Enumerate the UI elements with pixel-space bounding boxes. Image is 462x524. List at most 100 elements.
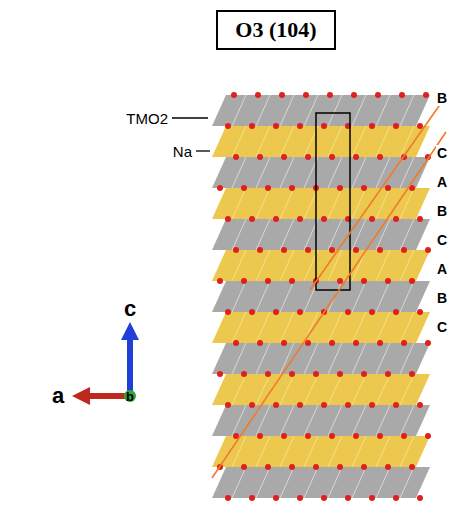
octahedron-edge (328, 126, 342, 157)
octahedron-edge (304, 374, 318, 405)
octahedron-edge (256, 250, 270, 281)
octahedron-edge (232, 219, 246, 250)
oxygen-atom (409, 464, 415, 470)
octahedron-edge (280, 312, 294, 343)
oxygen-atom (393, 216, 399, 222)
oxygen-atom (257, 340, 263, 346)
octahedron-edge (256, 95, 270, 126)
axis-arrowhead (72, 387, 90, 405)
octahedron-edge (256, 467, 270, 498)
octahedron-edge (280, 436, 294, 467)
layer-label: Na (173, 143, 192, 160)
oxygen-atom (377, 433, 383, 439)
octahedron-edge (400, 281, 414, 312)
oxygen-atom (409, 278, 415, 284)
oxygen-atom (241, 185, 247, 191)
layer-band (212, 126, 430, 157)
octahedron-edge (376, 467, 390, 498)
octahedron-edge (352, 343, 366, 374)
oxygen-atom (337, 371, 343, 377)
octahedron-edge (352, 281, 366, 312)
layer-band (212, 219, 430, 250)
octahedron-edge (280, 467, 294, 498)
stacking-letter: A (436, 261, 448, 277)
layer-label: TMO2 (126, 110, 168, 127)
octahedron-edge (376, 436, 390, 467)
octahedron-edge (256, 343, 270, 374)
layer-band (212, 250, 430, 281)
unit-cell (316, 113, 350, 290)
oxygen-atom (225, 495, 231, 501)
octahedron-edge (256, 281, 270, 312)
oxygen-atom (273, 309, 279, 315)
oxygen-atoms (217, 92, 431, 501)
title-box: O3 (104) (216, 10, 336, 50)
oxygen-atom (217, 278, 223, 284)
layer-band (212, 157, 430, 188)
oxygen-atom (297, 309, 303, 315)
oxygen-atom (305, 247, 311, 253)
layer-band (212, 467, 430, 498)
octahedron-edge (352, 95, 366, 126)
oxygen-atom (401, 247, 407, 253)
oxygen-atom (393, 495, 399, 501)
octahedron-edge (304, 436, 318, 467)
oxygen-atom (225, 123, 231, 129)
oxygen-atom (417, 216, 423, 222)
octahedron-edge (328, 188, 342, 219)
oxygen-atom (281, 247, 287, 253)
octahedron-edge (328, 219, 342, 250)
octahedron-edge (400, 343, 414, 374)
oxygen-atom (351, 92, 357, 98)
octahedron-edge (232, 188, 246, 219)
oxygen-atom (233, 340, 239, 346)
oxygen-atom (257, 433, 263, 439)
oxygen-atom (385, 278, 391, 284)
oxygen-atom (353, 247, 359, 253)
stacking-letter: B (436, 203, 448, 219)
stacking-letter: B (436, 290, 448, 306)
oxygen-atom (401, 433, 407, 439)
axis-label: a (52, 383, 64, 409)
oxygen-atom (329, 154, 335, 160)
oxygen-atom (265, 185, 271, 191)
oxygen-atom (377, 247, 383, 253)
oxygen-atom (279, 92, 285, 98)
oxygen-atom (361, 464, 367, 470)
octahedron-edge (376, 95, 390, 126)
oxygen-atom (217, 185, 223, 191)
octahedron-edge (304, 405, 318, 436)
octahedron-edge (328, 374, 342, 405)
oxygen-atom (321, 123, 327, 129)
octahedron-edge (232, 374, 246, 405)
oxygen-atom (385, 464, 391, 470)
oxygen-atom (273, 123, 279, 129)
oxygen-atom (225, 402, 231, 408)
oxygen-atom (345, 495, 351, 501)
oxygen-atom (297, 402, 303, 408)
oxygen-atom (417, 123, 423, 129)
octahedron-edge (232, 95, 246, 126)
octahedron-edge (376, 405, 390, 436)
octahedron-edge (232, 343, 246, 374)
oxygen-atom (423, 92, 429, 98)
layer-band (212, 343, 430, 374)
leader-line (196, 150, 210, 151)
oxygen-atom (265, 464, 271, 470)
octahedron-edge (376, 281, 390, 312)
oxygen-atom (337, 278, 343, 284)
plane-line (310, 96, 446, 290)
octahedron-edge (280, 219, 294, 250)
oxygen-atom (409, 371, 415, 377)
oxygen-atom (241, 464, 247, 470)
octahedron-edge (232, 250, 246, 281)
octahedron-edge (232, 467, 246, 498)
oxygen-atom (297, 495, 303, 501)
oxygen-atom (417, 402, 423, 408)
oxygen-atom (337, 185, 343, 191)
octahedron-edge (328, 467, 342, 498)
oxygen-atom (249, 216, 255, 222)
oxygen-atom (401, 340, 407, 346)
oxygen-atom (393, 309, 399, 315)
octahedron-edge (232, 312, 246, 343)
